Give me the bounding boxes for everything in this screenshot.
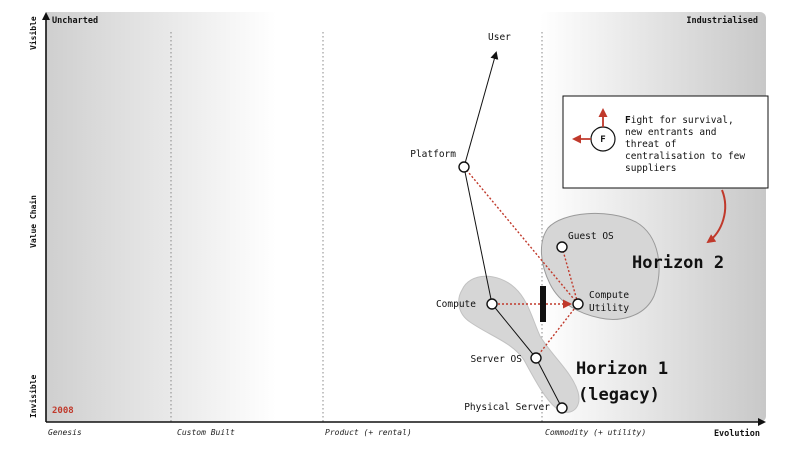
legend-line-1: Fight for survival, [625,115,734,126]
node-platform[interactable] [458,161,470,173]
stage-genesis: Genesis [48,428,82,437]
stage-custom-built: Custom Built [177,428,235,437]
node-physical-server[interactable] [556,402,568,414]
label-compute: Compute [436,299,476,310]
legend-to-horizon-2-arrow [706,189,727,244]
link-serveros-physical [535,357,563,409]
stage-commodity: Commodity (+ utility) [545,428,646,437]
link-platform-compute [463,166,493,305]
label-compute-utility-2: Utility [589,303,629,314]
legend-line-5: suppliers [625,163,676,174]
uncharted-shade [46,12,276,422]
x-axis-label: Evolution [714,428,760,439]
legend-line-3: threat of [625,139,676,150]
horizon-1-label-line1: Horizon 1 [576,359,668,379]
horizon-1-label-line2: (legacy) [578,385,660,405]
horizon-2-blob [541,212,660,320]
legend-force-letter: F [600,135,605,145]
y-axis-label: Value Chain [28,195,38,248]
legend-line-1-rest: ight for survival, [631,115,734,126]
inertia-bar [540,286,546,322]
label-server-os: Server OS [471,354,523,365]
label-compute-utility-1: Compute [589,290,629,301]
link-compute-serveros [491,303,537,359]
y-axis-top-label: Visible [28,16,38,50]
label-platform: Platform [410,149,456,160]
link-platform-computeutility [463,166,579,305]
corner-industrialised: Industrialised [686,15,758,26]
legend-line-4: centralisation to few [625,151,745,162]
horizon-1-blob [458,275,580,413]
link-user-platform [463,51,499,168]
corner-uncharted: Uncharted [52,16,98,26]
stage-product: Product (+ rental) [325,428,412,437]
node-guest-os[interactable] [556,241,568,253]
legend-first-letter: F [625,115,631,126]
legend-line-2: new entrants and [625,127,717,138]
node-compute-utility[interactable] [572,298,584,310]
node-compute[interactable] [486,298,498,310]
node-server-os[interactable] [530,352,542,364]
label-guest-os: Guest OS [568,231,614,242]
y-axis-bottom-label: Invisible [28,374,38,418]
horizon-2-label: Horizon 2 [632,253,724,273]
label-user: User [488,32,511,43]
label-physical-server: Physical Server [464,402,550,413]
link-guestos-computeutility [561,246,579,305]
year-label: 2008 [52,406,74,416]
link-serveros-computeutility [535,303,579,359]
